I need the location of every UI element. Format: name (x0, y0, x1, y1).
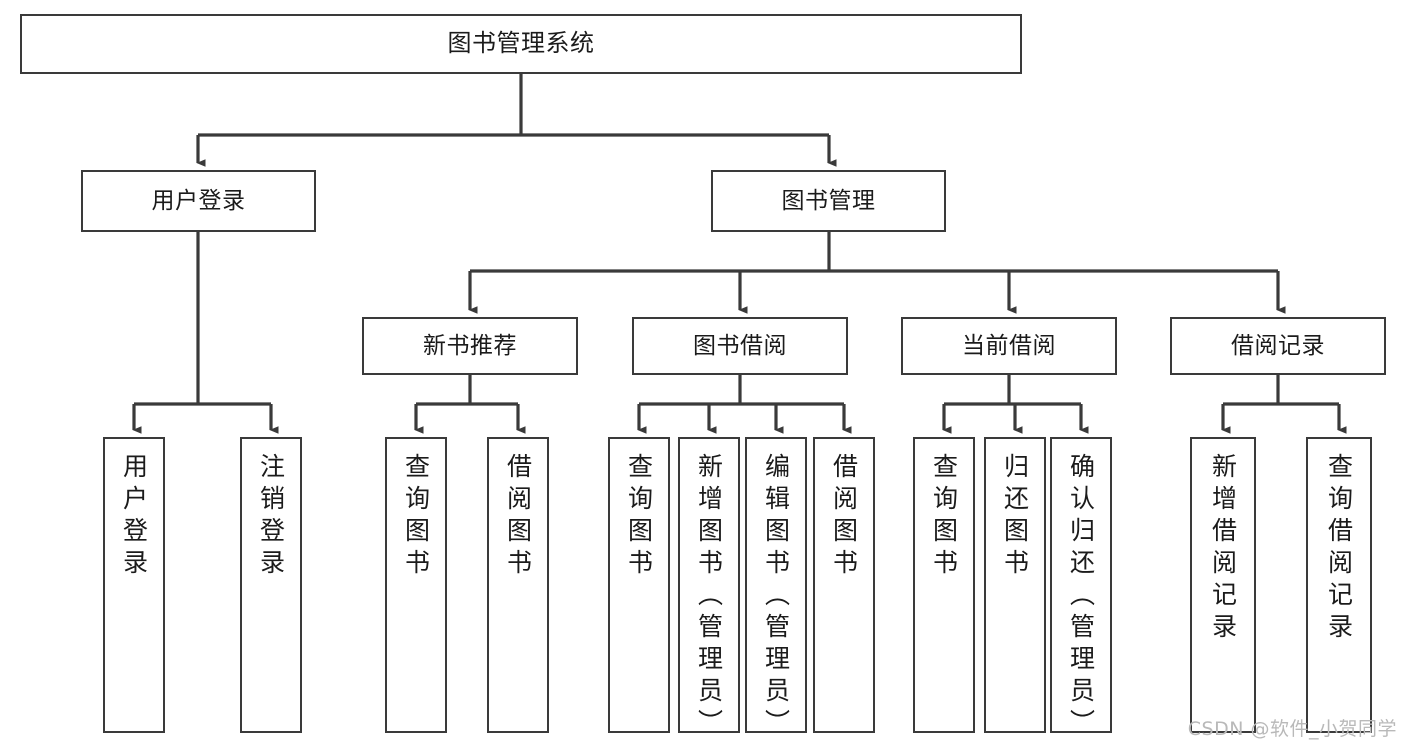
node-leaf-query-book-3[interactable]: 查询图书 (913, 437, 975, 733)
node-leaf-borrow-book-1[interactable]: 借阅图书 (487, 437, 549, 733)
node-user-login[interactable]: 用户登录 (81, 170, 316, 232)
node-leaf-add-borrow-record-label: 新增借阅记录 (1208, 453, 1238, 645)
node-leaf-query-borrow-record[interactable]: 查询借阅记录 (1306, 437, 1372, 733)
node-current-borrow[interactable]: 当前借阅 (901, 317, 1117, 375)
node-leaf-borrow-book-2[interactable]: 借阅图书 (813, 437, 875, 733)
node-leaf-confirm-return-label: 确认归还（管理员） (1066, 453, 1096, 741)
node-leaf-user-login-label: 用户登录 (119, 453, 149, 581)
node-leaf-query-book-1-label: 查询图书 (401, 453, 431, 581)
node-leaf-query-book-1[interactable]: 查询图书 (385, 437, 447, 733)
node-leaf-return-book-label: 归还图书 (1000, 453, 1030, 581)
node-leaf-query-book-3-label: 查询图书 (929, 453, 959, 581)
node-leaf-query-book-2[interactable]: 查询图书 (608, 437, 670, 733)
node-leaf-return-book[interactable]: 归还图书 (984, 437, 1046, 733)
node-leaf-logout-login[interactable]: 注销登录 (240, 437, 302, 733)
node-borrow-record[interactable]: 借阅记录 (1170, 317, 1386, 375)
node-new-book-recommend[interactable]: 新书推荐 (362, 317, 578, 375)
node-root-label: 图书管理系统 (447, 29, 595, 58)
node-user-login-label: 用户登录 (151, 187, 246, 214)
node-leaf-confirm-return[interactable]: 确认归还（管理员） (1050, 437, 1112, 741)
node-root[interactable]: 图书管理系统 (20, 14, 1022, 74)
node-leaf-add-book[interactable]: 新增图书（管理员） (678, 437, 740, 741)
node-borrow-record-label: 借阅记录 (1231, 332, 1325, 359)
node-book-borrow[interactable]: 图书借阅 (632, 317, 848, 375)
node-leaf-borrow-book-1-label: 借阅图书 (503, 453, 533, 581)
node-leaf-edit-book-label: 编辑图书（管理员） (761, 453, 791, 741)
node-leaf-borrow-book-2-label: 借阅图书 (829, 453, 859, 581)
node-leaf-user-login[interactable]: 用户登录 (103, 437, 165, 733)
node-new-book-recommend-label: 新书推荐 (423, 332, 517, 359)
node-leaf-add-borrow-record[interactable]: 新增借阅记录 (1190, 437, 1256, 733)
node-leaf-add-book-label: 新增图书（管理员） (694, 453, 724, 741)
node-current-borrow-label: 当前借阅 (962, 332, 1056, 359)
node-leaf-logout-login-label: 注销登录 (256, 453, 286, 581)
node-book-manage[interactable]: 图书管理 (711, 170, 946, 232)
node-leaf-query-borrow-record-label: 查询借阅记录 (1324, 453, 1354, 645)
node-book-manage-label: 图书管理 (781, 187, 876, 214)
node-leaf-query-book-2-label: 查询图书 (624, 453, 654, 581)
node-leaf-edit-book[interactable]: 编辑图书（管理员） (745, 437, 807, 741)
node-book-borrow-label: 图书借阅 (693, 332, 787, 359)
